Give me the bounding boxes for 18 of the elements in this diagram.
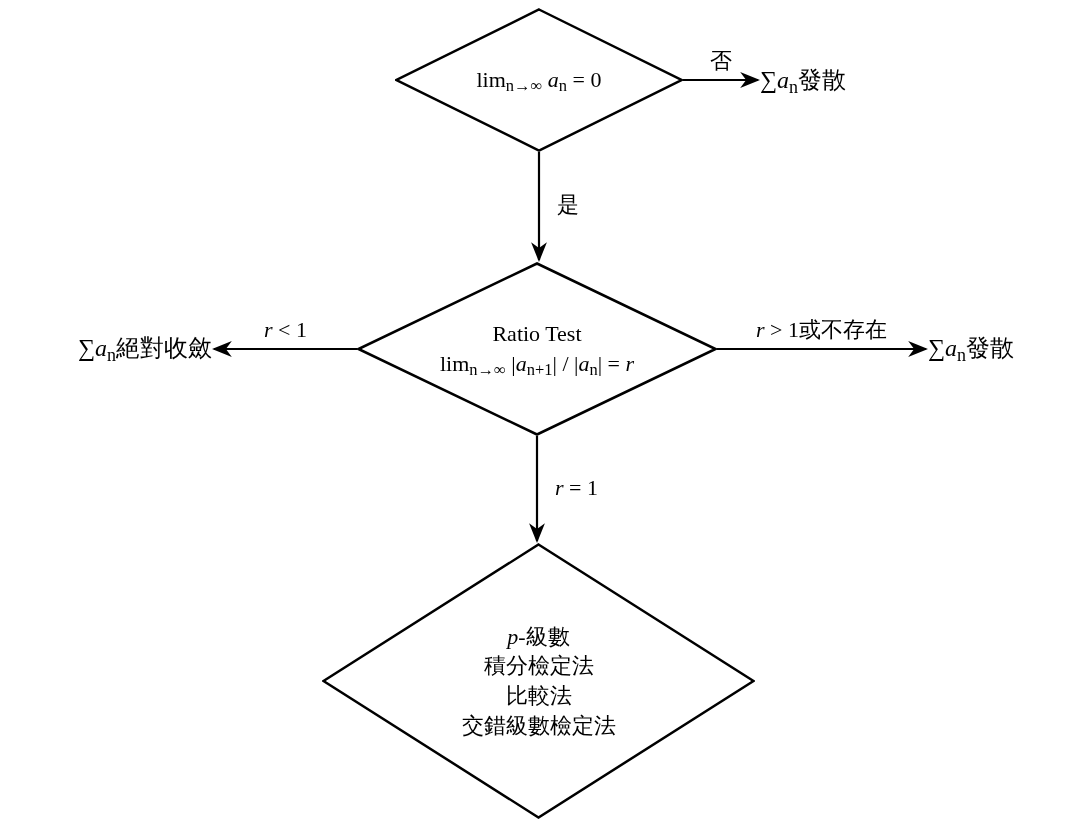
diamond-text: lim$_{n→∞}$ a$_{n}$ = 0 [476,66,602,95]
diamond-text: lim$_{n→∞}$ |a$_{n+1}$| / |a$_{n}$| = r [439,350,635,379]
decision-diamond [395,8,683,152]
arrow [212,341,357,357]
decision-diamond [357,262,717,436]
diamond-heading: Ratio Test [492,320,582,349]
result-text: ∑a$_{n}$發散 [928,334,1015,366]
decision-diamond [322,543,755,819]
arrow [717,341,928,357]
arrow [531,152,547,262]
diamond-text: p-級數 [507,622,570,651]
result-text: ∑a$_{n}$絕對收斂 [77,334,212,366]
diamond-text: 比較法 [505,682,572,710]
arrow [683,72,760,88]
arrow [529,436,545,543]
result-text: ∑a$_{n}$發散 [760,66,847,98]
diamond-text: 積分檢定法 [483,652,594,681]
diamond-text: 交錯級數檢定法 [461,711,616,740]
